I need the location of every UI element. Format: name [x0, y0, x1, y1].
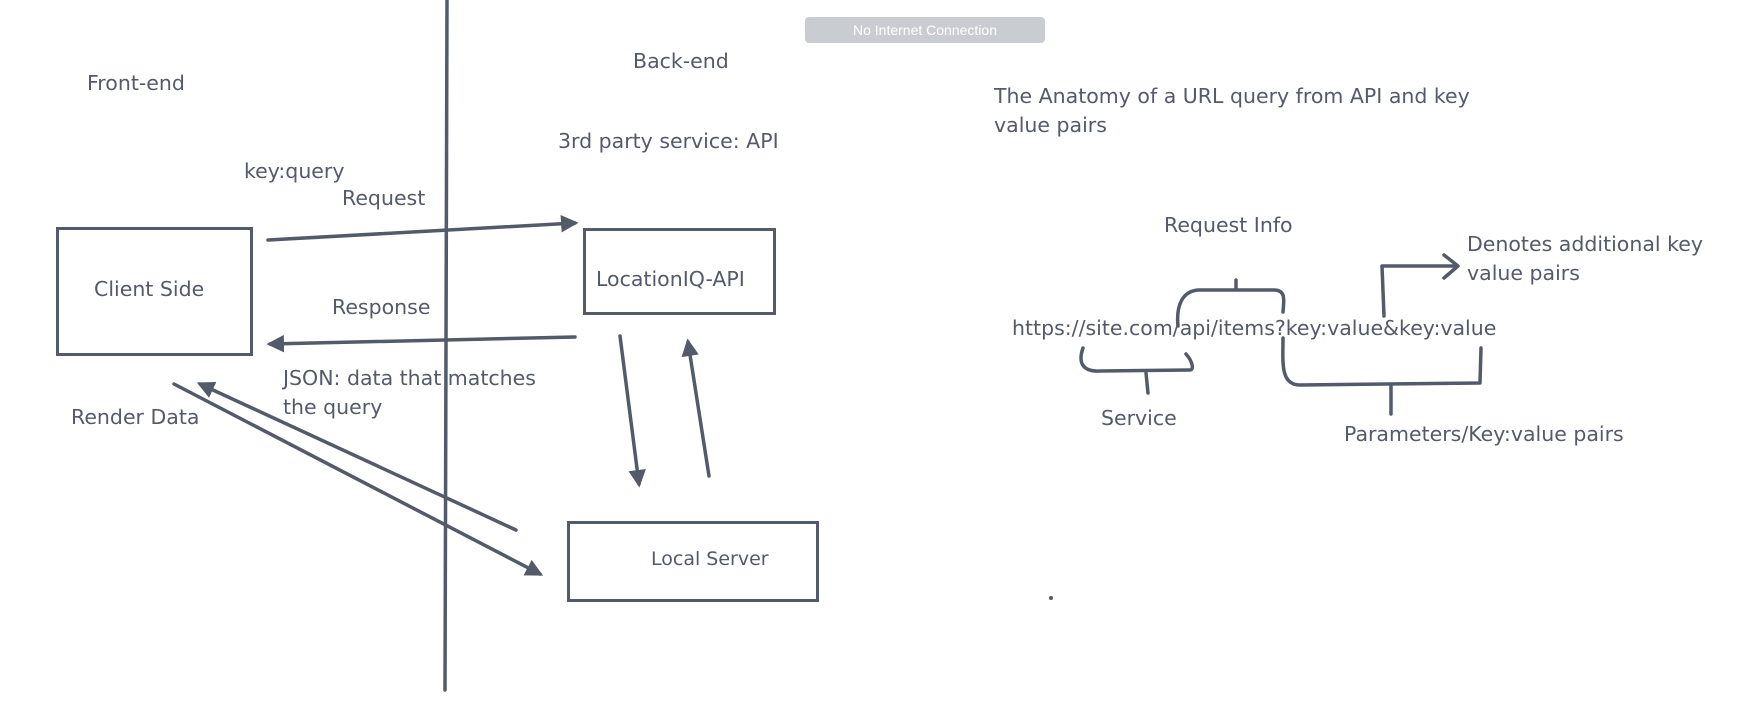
parameters-bracket [1281, 336, 1483, 387]
backend-label: Back-end [633, 49, 729, 73]
render-data-label: Render Data [71, 405, 200, 429]
location-api-box [583, 228, 776, 315]
client-side-label: Client Side [94, 277, 205, 301]
api-to-server-arrow [618, 334, 646, 488]
no-connection-banner: No Internet Connection [805, 17, 1045, 43]
json-label: JSON: data that matches the query [283, 366, 536, 419]
additional-pairs-label: Denotes additional key value pairs [1467, 232, 1703, 285]
key-query-label: key:query [244, 159, 345, 183]
additional-pairs-arrowhead [1442, 253, 1460, 280]
local-server-box [567, 521, 819, 602]
service-bracket-tick [1144, 371, 1150, 395]
response-label: Response [332, 295, 431, 319]
client-side-box [56, 227, 253, 356]
response-arrow [266, 334, 577, 353]
third-party-label: 3rd party service: API [558, 129, 779, 153]
stray-dot [1049, 596, 1053, 600]
additional-pairs-arrow [1380, 264, 1458, 318]
service-bracket [1079, 346, 1195, 373]
url-text: https://site.com/api/items?key:value&key… [1012, 316, 1497, 340]
divider-line [443, 0, 449, 692]
location-api-label: LocationIQ-API [596, 267, 745, 291]
server-to-client-arrow [196, 381, 518, 532]
frontend-label: Front-end [87, 71, 185, 95]
request-info-label: Request Info [1164, 213, 1293, 237]
anatomy-title: The Anatomy of a URL query from API and … [994, 84, 1470, 137]
server-to-api-arrow [681, 338, 711, 478]
parameters-label: Parameters/Key:value pairs [1344, 422, 1624, 446]
service-label: Service [1101, 406, 1177, 430]
client-to-server-arrow [172, 382, 544, 576]
local-server-label: Local Server [651, 548, 769, 570]
request-arrow [266, 215, 579, 242]
request-label: Request [342, 186, 426, 210]
